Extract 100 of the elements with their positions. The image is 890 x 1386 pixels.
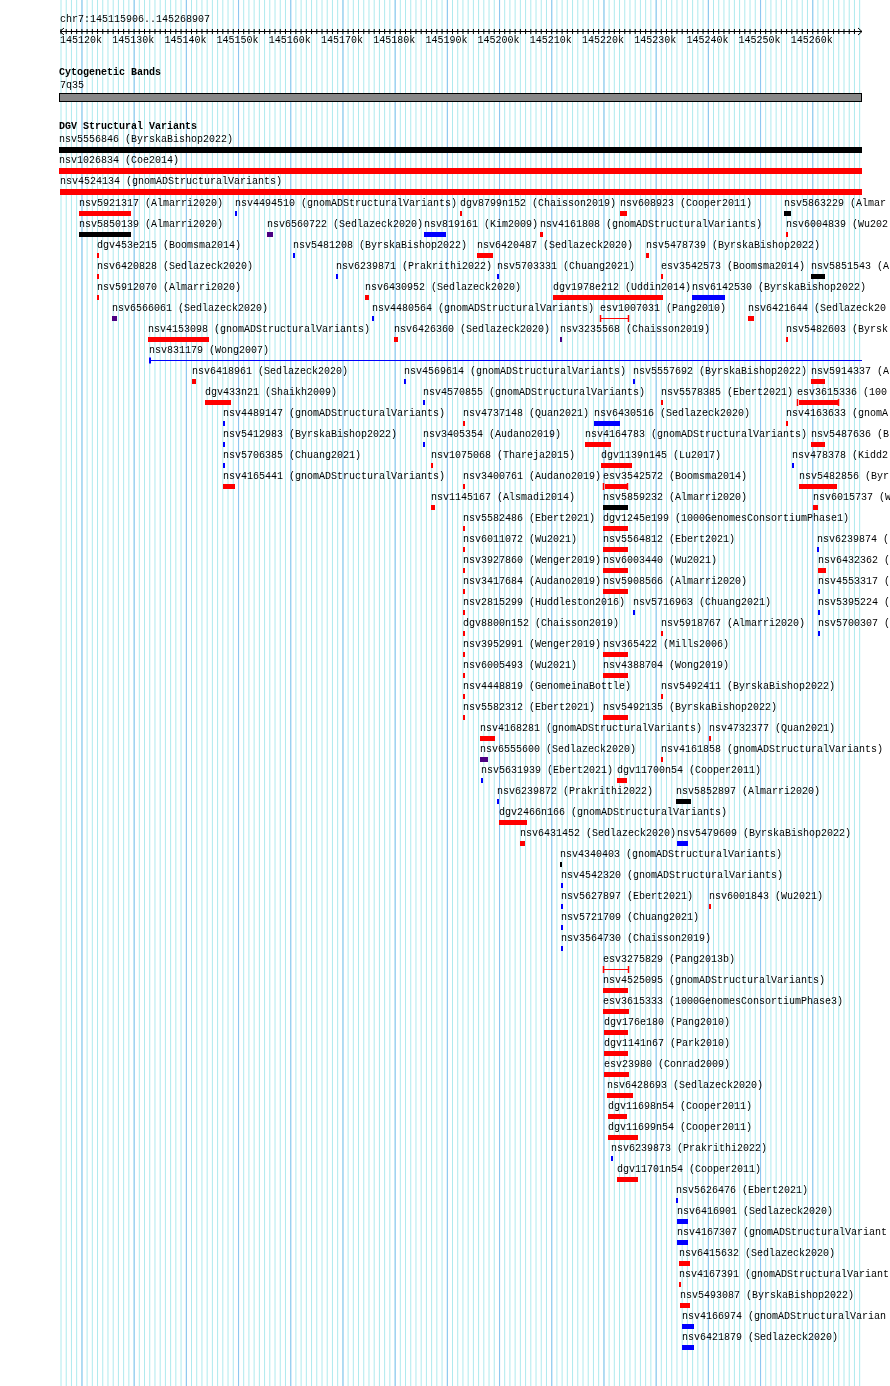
track-title: DGV Structural Variants	[59, 121, 198, 133]
variant-label: nsv6420828 (Sedlazeck2020)	[97, 261, 254, 273]
variant-label: nsv5716963 (Chuang2021)	[633, 597, 772, 609]
variant-label: nsv5492135 (ByrskaBishop2022)	[603, 702, 778, 714]
axis-tick-label: 145150k	[216, 35, 259, 47]
variant-label: dgv8799n152 (Chaisson2019)	[460, 198, 617, 210]
variant-label: esv3275829 (Pang2013b)	[603, 954, 736, 966]
variant-label: dgv453e215 (Boomsma2014)	[97, 240, 242, 252]
variant-label: dgv2466n166 (gnomADStructuralVariants)	[499, 807, 728, 819]
variant-label: nsv5914337 (A	[811, 366, 889, 378]
axis-tick-label: 145260k	[790, 35, 833, 47]
variant-label: nsv4161858 (gnomADStructuralVariants)	[661, 744, 884, 756]
variant-label: nsv4168281 (gnomADStructuralVariants)	[480, 723, 703, 735]
variant-label: nsv4732377 (Quan2021)	[709, 723, 836, 735]
variant-label: nsv6432362 (	[818, 555, 890, 567]
variant-label: nsv4448819 (GenomeinaBottle)	[463, 681, 632, 693]
variant-label: nsv5703331 (Chuang2021)	[497, 261, 636, 273]
variant-label: nsv3564730 (Chaisson2019)	[561, 933, 712, 945]
axis-tick-label: 145160k	[268, 35, 311, 47]
variant-label: nsv6426360 (Sedlazeck2020)	[394, 324, 551, 336]
variant-label: nsv5631939 (Ebert2021)	[481, 765, 614, 777]
variant-label: nsv1145167 (Alsmadi2014)	[431, 492, 576, 504]
variant-label: dgv1978e212 (Uddin2014)	[553, 282, 692, 294]
axis-tick-label: 145230k	[634, 35, 677, 47]
variant-label: nsv5582486 (Ebert2021)	[463, 513, 596, 525]
variant-label: nsv5492411 (ByrskaBishop2022)	[661, 681, 836, 693]
variant-label: nsv4167307 (gnomADStructuralVariant	[677, 1227, 888, 1239]
variant-label: nsv6428693 (Sedlazeck2020)	[607, 1080, 764, 1092]
variant-label: nsv5482856 (Byr	[799, 471, 889, 483]
variant-label: nsv4489147 (gnomADStructuralVariants)	[223, 408, 446, 420]
variant-label: dgv11699n54 (Cooper2011)	[608, 1122, 753, 1134]
variant-label: esv3615336 (100	[797, 387, 887, 399]
variant-label: nsv5721709 (Chuang2021)	[561, 912, 700, 924]
axis-tick-label: 145120k	[60, 35, 102, 47]
variant-label: dgv11698n54 (Cooper2011)	[608, 1101, 753, 1113]
variant-label: nsv5478739 (ByrskaBishop2022)	[646, 240, 821, 252]
axis-tick-label: 145190k	[425, 35, 468, 47]
variant-label: nsv6421644 (Sedlazeck20	[748, 303, 887, 315]
band-label: 7q35	[60, 80, 84, 92]
variant-label: nsv6431452 (Sedlazeck2020)	[520, 828, 677, 840]
axis-tick-label: 145220k	[582, 35, 624, 47]
variant-label: nsv6239874 (	[817, 534, 889, 546]
variant-label: nsv1075068 (Thareja2015)	[431, 450, 576, 462]
variant-label: nsv4737148 (Quan2021)	[463, 408, 590, 420]
variant-label: nsv4553317 (	[818, 576, 890, 588]
variant-label: nsv5921317 (Almarri2020)	[79, 198, 224, 210]
variant-label: nsv6003440 (Wu2021)	[603, 555, 718, 567]
track-title: Cytogenetic Bands	[59, 67, 162, 79]
variant-label: nsv4570855 (gnomADStructuralVariants)	[423, 387, 646, 399]
axis-tick-label: 145250k	[738, 35, 781, 47]
variant-label: nsv5482603 (Byrsk	[786, 324, 889, 336]
variant-label: nsv5863229 (Almar	[784, 198, 887, 210]
variant-label: nsv4494510 (gnomADStructuralVariants)	[235, 198, 458, 210]
variant-label: nsv6239872 (Prakrithi2022)	[497, 786, 654, 798]
axis-tick-label: 145210k	[529, 35, 572, 47]
variant-label: nsv4542320 (gnomADStructuralVariants)	[561, 870, 784, 882]
variant-label: nsv5556846 (ByrskaBishop2022)	[59, 134, 234, 146]
variant-label: nsv608923 (Cooper2011)	[620, 198, 753, 210]
variant-label: nsv5859232 (Almarri2020)	[603, 492, 748, 504]
variant-label: nsv5852897 (Almarri2020)	[676, 786, 821, 798]
variant-label: nsv6566061 (Sedlazeck2020)	[112, 303, 269, 315]
variant-label: nsv6001843 (Wu2021)	[709, 891, 824, 903]
variant-label: nsv1026834 (Coe2014)	[59, 155, 180, 167]
variant-label: nsv6005493 (Wu2021)	[463, 660, 578, 672]
variant-label: nsv4480564 (gnomADStructuralVariants)	[372, 303, 595, 315]
variant-label: nsv6420487 (Sedlazeck2020)	[477, 240, 634, 252]
variant-label: nsv3417684 (Audano2019)	[463, 576, 602, 588]
variant-label: nsv4525095 (gnomADStructuralVariants)	[603, 975, 826, 987]
variant-label: dgv11701n54 (Cooper2011)	[617, 1164, 762, 1176]
variant-label: dgv176e180 (Pang2010)	[604, 1017, 731, 1029]
variant-label: nsv6430952 (Sedlazeck2020)	[365, 282, 522, 294]
variant-label: esv23980 (Conrad2009)	[604, 1059, 731, 1071]
variant-label: nsv5851543 (A	[811, 261, 889, 273]
variant-label: nsv6421879 (Sedlazeck2020)	[682, 1332, 839, 1344]
variant-label: nsv5493087 (ByrskaBishop2022)	[680, 1290, 855, 1302]
variant-label: nsv4167391 (gnomADStructuralVariant	[679, 1269, 890, 1281]
variant-label: dgv433n21 (Shaikh2009)	[205, 387, 338, 399]
variant-label: nsv6560722 (Sedlazeck2020)	[267, 219, 424, 231]
axis-tick-label: 145180k	[373, 35, 416, 47]
variant-label: nsv831179 (Wong2007)	[149, 345, 270, 357]
axis-tick-label: 145130k	[112, 35, 155, 47]
variant-label: nsv6415632 (Sedlazeck2020)	[679, 1248, 836, 1260]
variant-label: nsv4161808 (gnomADStructuralVariants)	[540, 219, 763, 231]
variant-label: dgv1139n145 (Lu2017)	[601, 450, 722, 462]
variant-label: nsv5912070 (Almarri2020)	[97, 282, 242, 294]
variant-label: nsv4153098 (gnomADStructuralVariants)	[148, 324, 371, 336]
variant-label: nsv6416901 (Sedlazeck2020)	[677, 1206, 834, 1218]
variant-label: nsv5479609 (ByrskaBishop2022)	[677, 828, 852, 840]
variant-label: nsv3400761 (Audano2019)	[463, 471, 602, 483]
axis-tick-label: 145140k	[164, 35, 207, 47]
variant-label: nsv5582312 (Ebert2021)	[463, 702, 596, 714]
variant-label: nsv4166974 (gnomADStructuralVarian	[682, 1311, 887, 1323]
variant-label: nsv3952991 (Wenger2019)	[463, 639, 602, 651]
variant-label: nsv5850139 (Almarri2020)	[79, 219, 224, 231]
variant-label: nsv5557692 (ByrskaBishop2022)	[633, 366, 808, 378]
variant-label: nsv5627897 (Ebert2021)	[561, 891, 694, 903]
variant-label: nsv5706385 (Chuang2021)	[223, 450, 362, 462]
variant-label: nsv4388704 (Wong2019)	[603, 660, 730, 672]
variant-label: nsv6011072 (Wu2021)	[463, 534, 578, 546]
variant-label: esv1007031 (Pang2010)	[600, 303, 727, 315]
